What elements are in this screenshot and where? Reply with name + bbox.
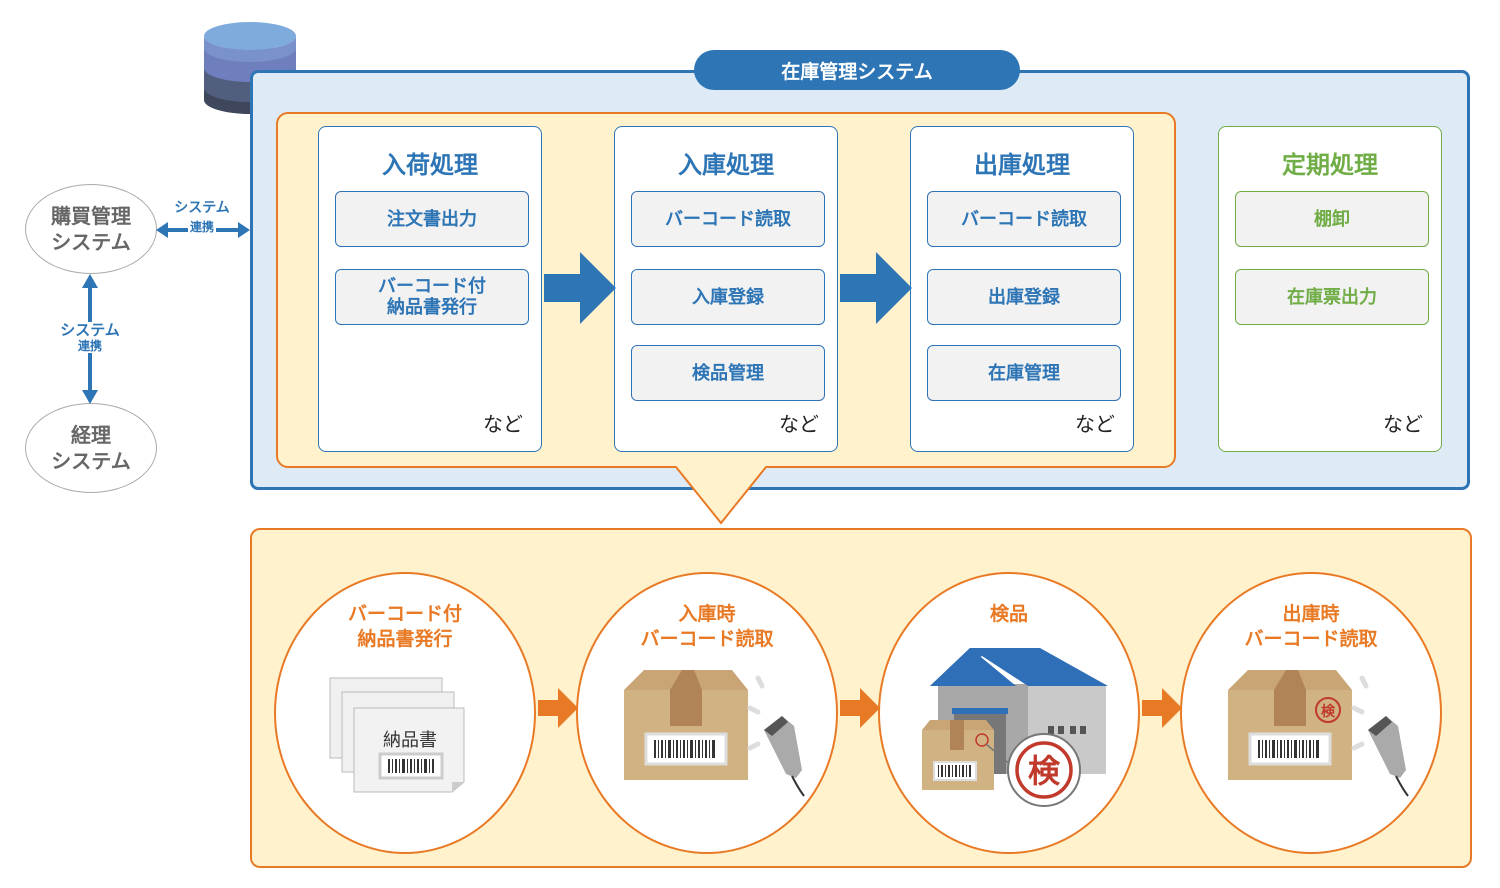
- system-title: 在庫管理システム: [694, 50, 1020, 90]
- inspection-stamp-label: 検: [1028, 752, 1061, 790]
- step-stock-in-barcode-read: 入庫時 バーコード読取: [576, 572, 838, 854]
- etc-label: など: [1075, 412, 1115, 436]
- card-title: 入庫処理: [678, 151, 774, 179]
- step-title: 出庫時 バーコード読取: [1182, 602, 1440, 652]
- item-inspection-management: 検品管理: [631, 345, 825, 401]
- etc-label: など: [1383, 412, 1423, 436]
- step-title: バーコード付 納品書発行: [276, 602, 534, 652]
- item-barcode-slip-issue: バーコード付 納品書発行: [335, 269, 529, 325]
- step-title-line1: 入庫時: [678, 603, 736, 625]
- callout-pointer: [676, 466, 766, 525]
- item-order-output: 注文書出力: [335, 191, 529, 247]
- system-name-line2: システム: [51, 230, 131, 254]
- card-title: 出庫処理: [974, 151, 1070, 179]
- link-label-line2: 連携: [77, 339, 102, 353]
- item-barcode-read: バーコード読取: [631, 191, 825, 247]
- inspection-stamp-label: 検: [1321, 703, 1336, 720]
- card-title: 入荷処理: [382, 151, 478, 179]
- accounting-system: 経理システム: [25, 403, 157, 493]
- card-stock-in: 入庫処理 バーコード読取 入庫登録 検品管理 など: [614, 126, 838, 452]
- step-title-line1: バーコード付: [347, 603, 462, 625]
- etc-label: など: [483, 412, 523, 436]
- card-stock-out: 出庫処理 バーコード読取 出庫登録 在庫管理 など: [910, 126, 1134, 452]
- link-label-line1: システム: [60, 321, 120, 339]
- step-stock-out-barcode-read: 出庫時 バーコード読取 検: [1180, 572, 1442, 854]
- flow-arrow-icon: [544, 252, 616, 324]
- warehouse-inspection-icon: 検: [922, 648, 1108, 807]
- link-label-line1: システム: [174, 200, 230, 216]
- link-label-line2: 連携: [187, 220, 216, 234]
- system-name-line1: 経理: [71, 423, 111, 447]
- step-arrow-icon: [1142, 688, 1182, 728]
- card-title: 定期処理: [1282, 151, 1378, 179]
- step-arrow-icon: [538, 688, 578, 728]
- step-title-line1: 検品: [989, 603, 1028, 625]
- system-name-line2: システム: [51, 449, 131, 473]
- etc-label: など: [779, 412, 819, 436]
- step-title-line1: 出庫時: [1282, 603, 1340, 625]
- item-inventory-slip-output: 在庫票出力: [1235, 269, 1429, 325]
- system-name-line1: 購買管理: [51, 204, 131, 228]
- item-stock-in-register: 入庫登録: [631, 269, 825, 325]
- slip-label: 納品書: [383, 730, 437, 751]
- step-title-line2: 納品書発行: [357, 628, 453, 650]
- step-arrow-icon: [840, 688, 880, 728]
- item-barcode-read: バーコード読取: [927, 191, 1121, 247]
- delivery-slip-icon: 納品書: [329, 677, 465, 793]
- item-stocktaking: 棚卸: [1235, 191, 1429, 247]
- box-barcode-scanner-icon: [624, 670, 805, 797]
- card-receiving: 入荷処理 注文書出力 バーコード付 納品書発行 など: [318, 126, 542, 452]
- step-title: 検品: [880, 602, 1138, 627]
- link-label-vertical: システム 連携: [52, 322, 128, 353]
- link-label-horizontal: システム 連携: [166, 200, 238, 235]
- purchasing-system: 購買管理システム: [25, 184, 157, 274]
- step-barcode-slip-issue: バーコード付 納品書発行 納品書: [274, 572, 536, 854]
- flow-arrow-icon: [840, 252, 912, 324]
- item-stock-out-register: 出庫登録: [927, 269, 1121, 325]
- item-inventory-management: 在庫管理: [927, 345, 1121, 401]
- step-title: 入庫時 バーコード読取: [578, 602, 836, 652]
- step-title-line2: バーコード読取: [640, 628, 774, 650]
- step-inspection: 検品 検: [878, 572, 1140, 854]
- step-title-line2: バーコード読取: [1244, 628, 1378, 650]
- stamped-box-barcode-scanner-icon: 検: [1228, 670, 1409, 797]
- card-periodic: 定期処理 棚卸 在庫票出力 など: [1218, 126, 1442, 452]
